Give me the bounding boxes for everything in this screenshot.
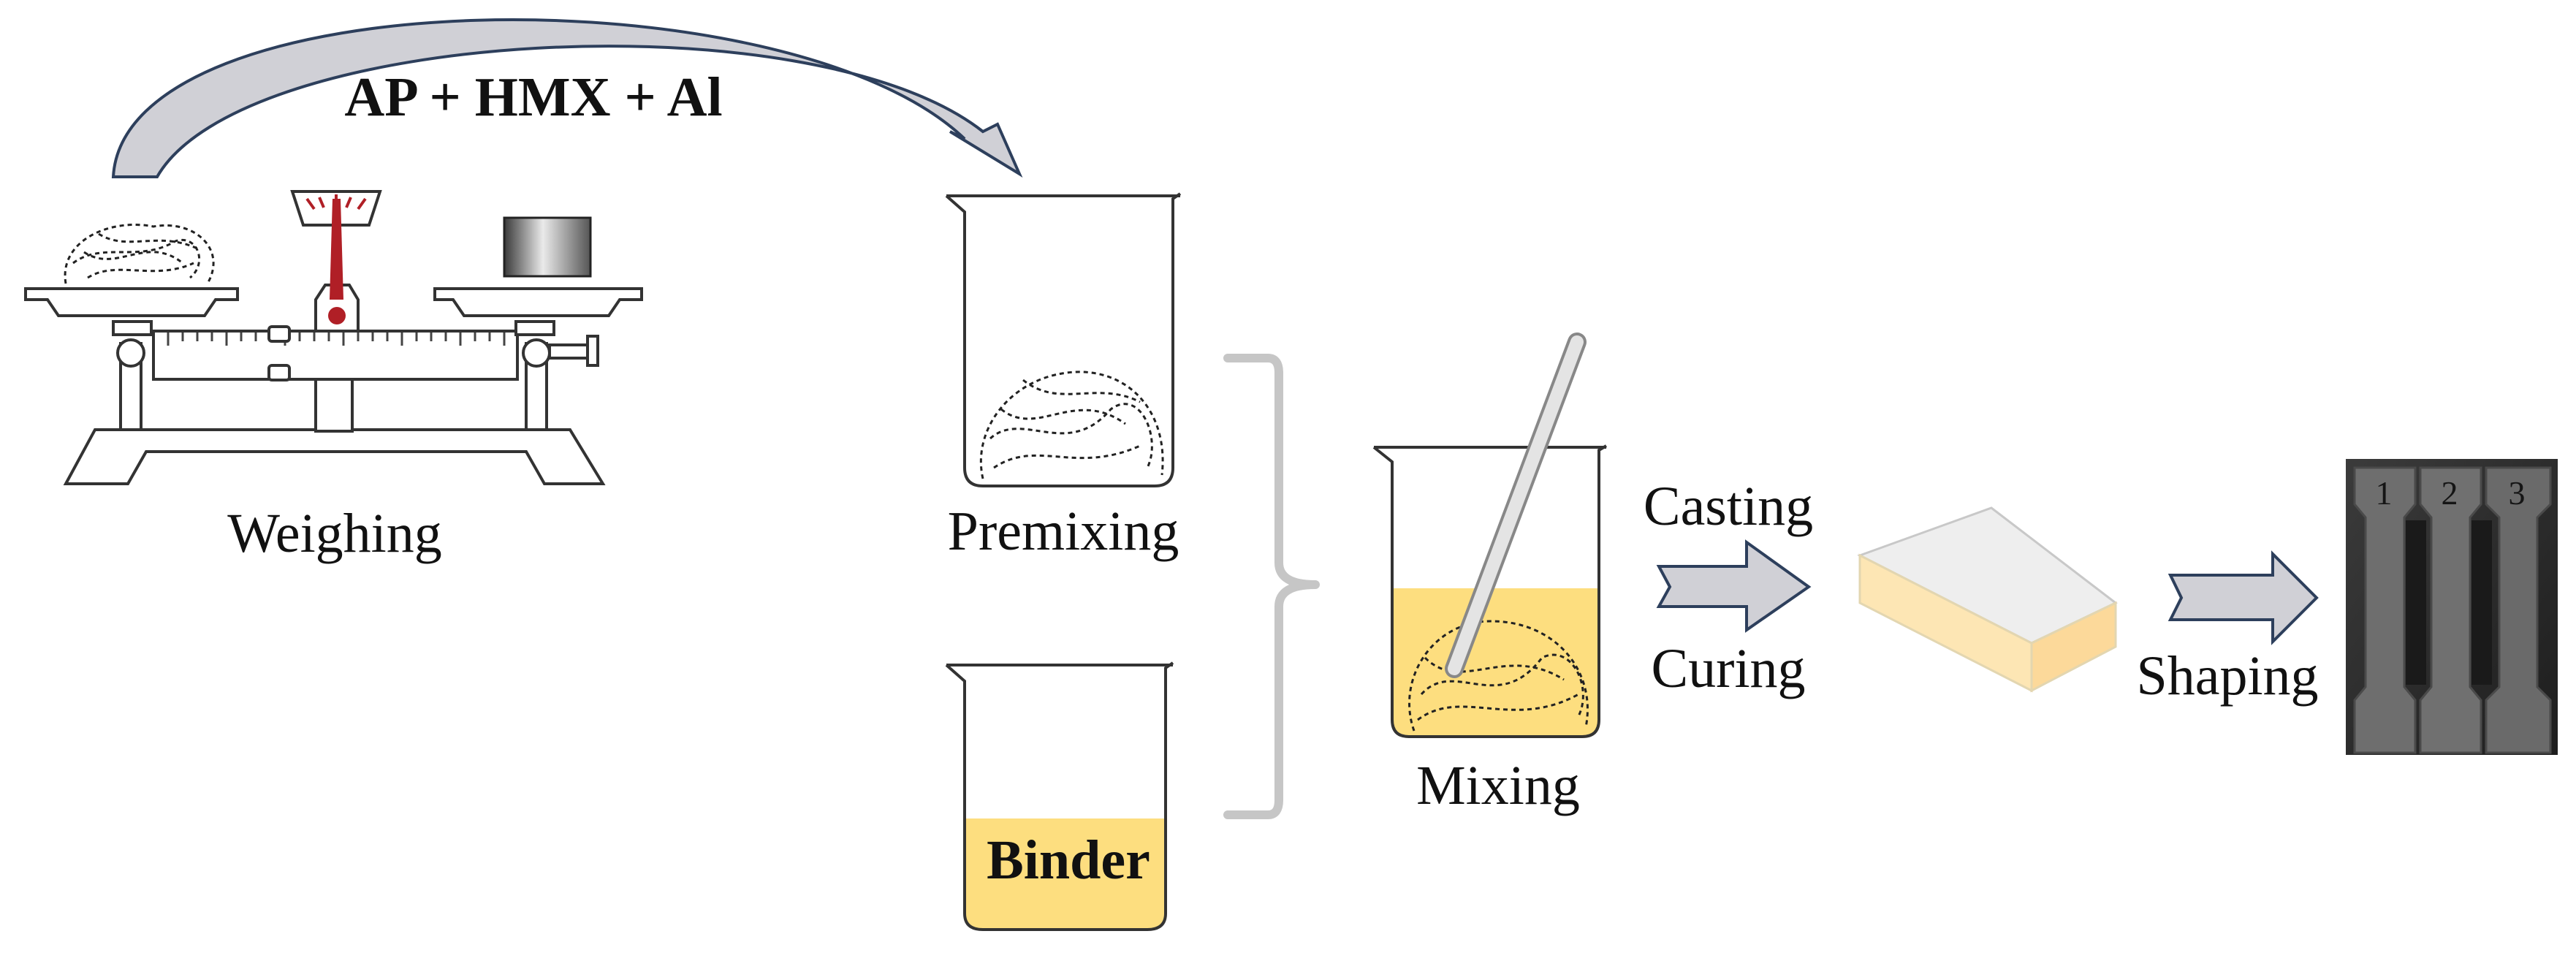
- mixing-label: Mixing: [1416, 755, 1580, 816]
- binder-label: Binder: [987, 829, 1150, 891]
- specimen-number-3: 3: [2509, 474, 2526, 512]
- powder-pile: [64, 224, 215, 284]
- premixing-beaker-icon: [945, 192, 1182, 487]
- combine-brace: [1223, 354, 1320, 819]
- curing-label: Curing: [1651, 638, 1805, 699]
- specimen-number-1: 1: [2376, 474, 2393, 512]
- cured-propellant-block: [1857, 506, 2118, 693]
- shaping-label: Shaping: [2136, 645, 2318, 707]
- premixing-label: Premixing: [948, 501, 1179, 562]
- dogbone-specimens-photo: 1 2 3: [2346, 459, 2558, 755]
- casting-arrow: [1656, 539, 1812, 633]
- mixing-beaker-icon: [1372, 444, 1608, 738]
- transfer-curved-arrow: [111, 18, 1023, 178]
- casting-label: Casting: [1644, 476, 1813, 537]
- balance-pointer: [305, 194, 367, 324]
- specimen-number-2: 2: [2442, 474, 2458, 512]
- balance-scale-icon: [24, 190, 643, 485]
- calibration-weight: [503, 216, 592, 278]
- materials-label: AP + HMX + Al: [344, 67, 722, 128]
- shaping-arrow: [2167, 550, 2319, 645]
- binder-beaker-icon: [945, 661, 1174, 931]
- stirring-rod: [1445, 333, 1587, 678]
- weighing-label: Weighing: [227, 503, 442, 564]
